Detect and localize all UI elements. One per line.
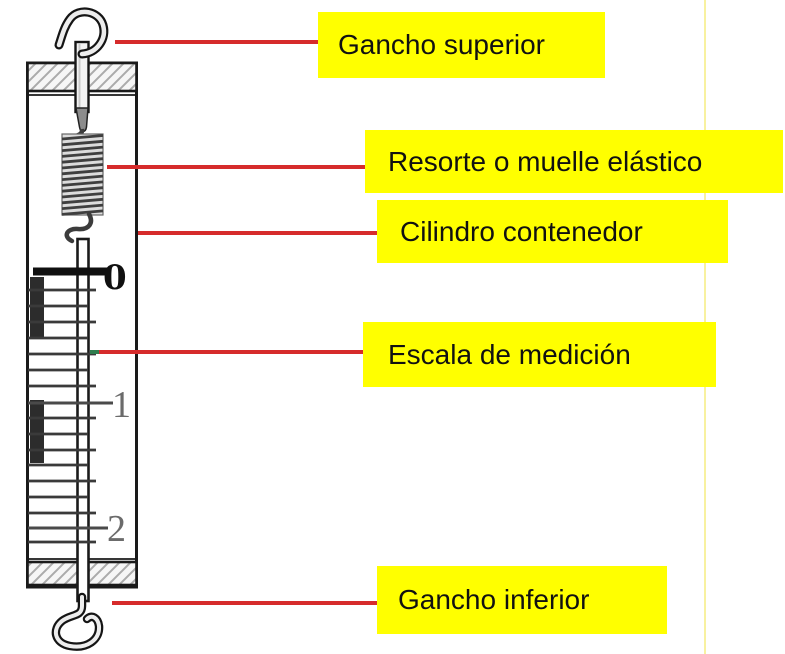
- connector-gancho-inferior: [112, 601, 377, 605]
- connector-resorte: [107, 165, 365, 169]
- pointer-bar: [33, 267, 110, 276]
- scale-mark-1: 1: [112, 384, 131, 426]
- label-text: Escala de medición: [388, 338, 631, 370]
- label-gancho-superior: Gancho superior: [318, 12, 605, 78]
- label-cilindro: Cilindro contenedor: [377, 200, 728, 263]
- label-escala: Escala de medición: [363, 322, 716, 387]
- spring-lower-link: [64, 211, 94, 244]
- connector-gancho-superior: [115, 40, 318, 44]
- label-text: Gancho superior: [338, 29, 546, 60]
- label-resorte: Resorte o muelle elástico: [365, 130, 783, 193]
- scale-major-ticks: [28, 401, 113, 530]
- scale-minor-ticks: [28, 288, 96, 544]
- scale-mark-0: 0: [103, 258, 127, 298]
- connector-escala-green-tip: [90, 350, 99, 354]
- rod: [76, 237, 90, 603]
- lower-hook: [51, 592, 104, 651]
- connector-escala: [98, 350, 363, 354]
- scale-mark-2: 2: [107, 508, 126, 550]
- connector-cilindro: [138, 231, 377, 235]
- label-gancho-inferior: Gancho inferior: [377, 566, 667, 634]
- scale-dark-zone: [30, 400, 44, 463]
- spring: [61, 128, 104, 244]
- label-text: Gancho inferior: [398, 584, 590, 615]
- label-text: Resorte o muelle elástico: [388, 145, 703, 177]
- dynamometer-drawing: 0 1 2: [26, 7, 138, 651]
- measuring-scale: 0 1 2: [28, 258, 131, 550]
- scale-dark-zone: [30, 277, 44, 338]
- label-text: Cilindro contenedor: [400, 215, 643, 247]
